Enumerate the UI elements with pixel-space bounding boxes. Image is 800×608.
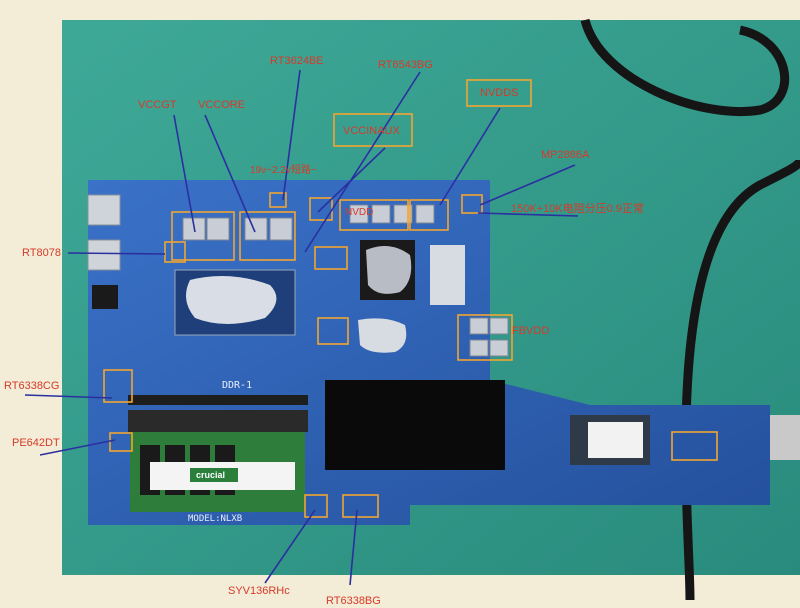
box-pe642dt [109,432,133,452]
box-rt8078 [164,241,186,263]
box-gpu-small [317,317,349,345]
box-vccore-region [239,211,296,261]
label-19v-short-note: 19v~2.2v短路~ [250,165,317,176]
box-rt6338cg [103,369,133,403]
black-cable [580,18,790,116]
label-vccore: VCCORE [198,99,246,111]
box-right-chip [671,431,718,461]
label-syv136rhc: SYV136RHc [228,585,290,597]
label-rt8078: RT8078 [22,247,61,259]
label-vccgt: VCCGT [138,99,177,111]
label-fbvdd: FBVDD [512,325,550,337]
label-nvdds: NVDDS [480,87,519,99]
label-nvdd: NVDD [345,207,374,218]
dimm-brand-label: crucial [196,470,226,480]
label-mp2886a: MP2886A [541,149,590,161]
box-nvdds [466,79,532,107]
model-silkscreen: MODEL:NLXB [188,514,243,524]
label-rt6338cg: RT6338CG [4,380,60,392]
label-pe642dt: PE642DT [12,437,60,449]
box-rt3624be [269,192,287,208]
ddr-silkscreen: DDR-1 [222,380,253,391]
label-rt6543bg: RT6543BG [378,59,433,71]
box-rt6338bg [342,494,379,518]
label-vccinaux: VCCINAUX [343,125,400,137]
label-resistor-divider-note: 150K+10K电阻分压0.9正常 [511,203,644,215]
box-fbvdd [457,314,513,361]
box-nvdd-lower [314,246,348,270]
box-vccinaux-chokes [339,199,409,231]
box-nvdd-chokes [409,199,449,231]
label-rt3624be: RT3624BE [270,55,324,67]
label-rt6338bg: RT6338BG [326,595,381,607]
box-vccgt-region [171,211,235,261]
box-syv136rhc [304,494,328,518]
